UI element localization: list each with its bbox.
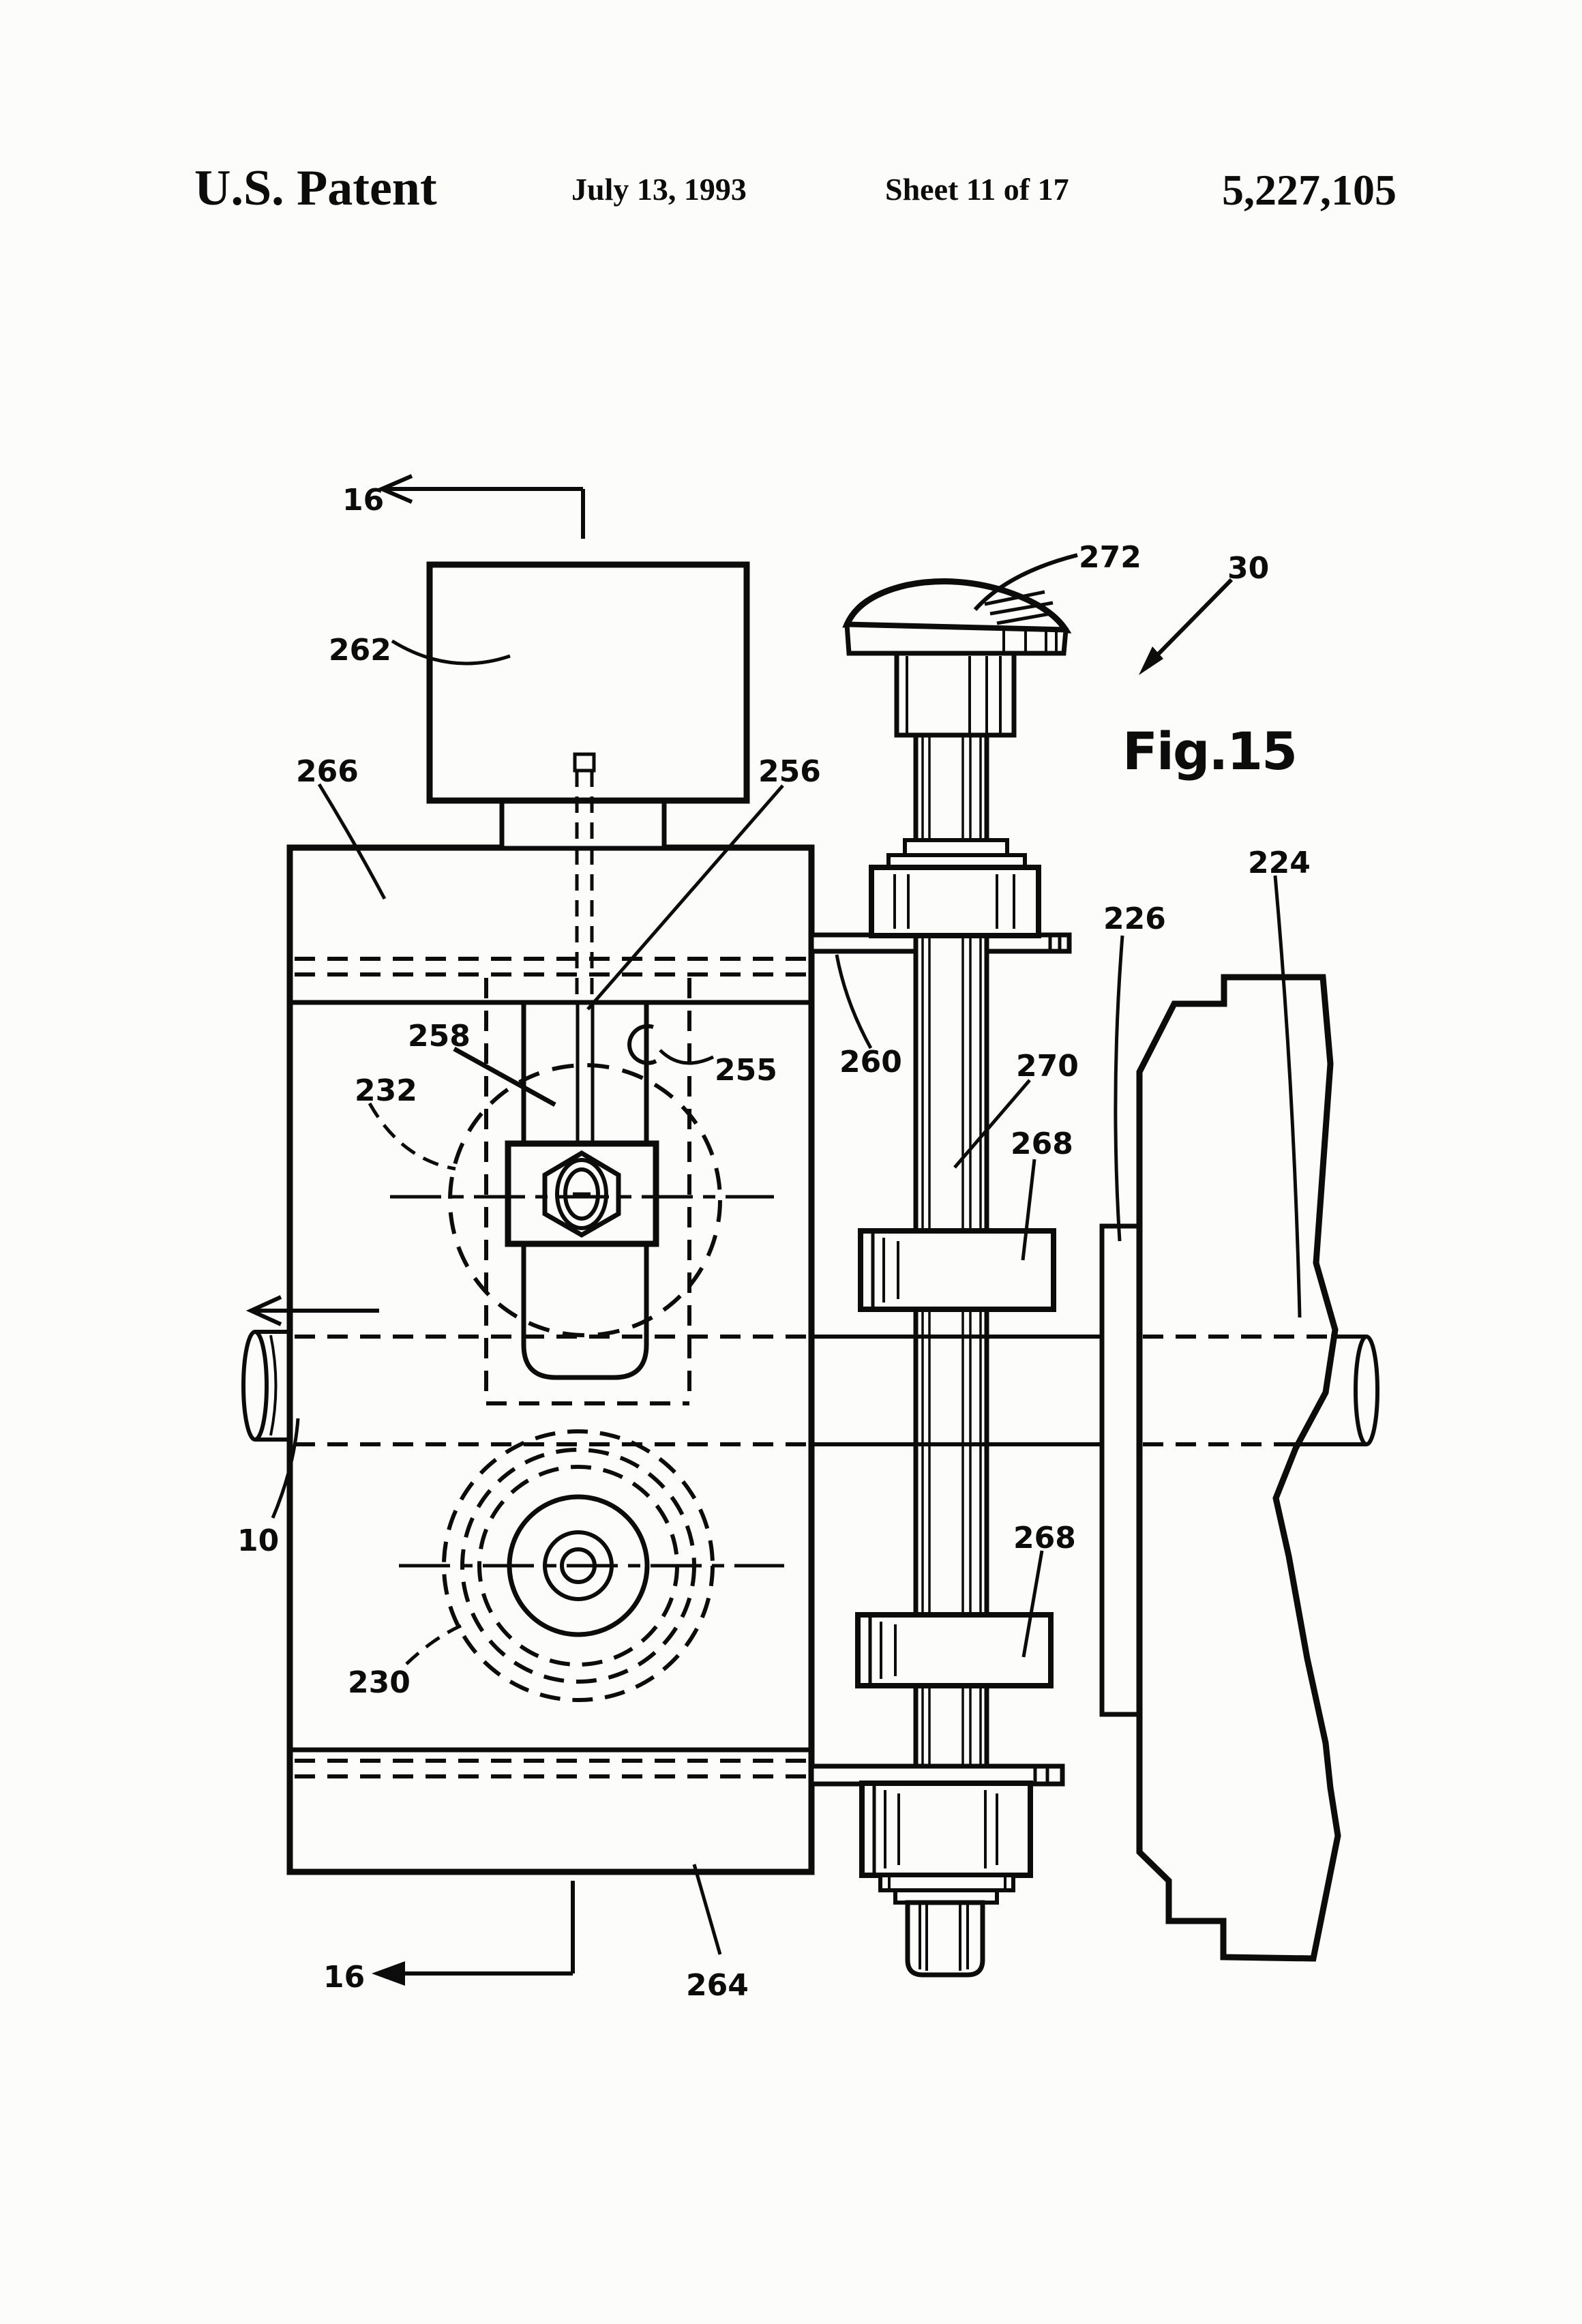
patent-number: 5,227,105 xyxy=(1222,166,1397,214)
bolt-head-272 xyxy=(842,578,1072,634)
label-268-upper: 268 xyxy=(1011,1127,1073,1161)
label-230: 230 xyxy=(348,1665,411,1700)
arrow-head-icon xyxy=(245,1295,282,1326)
work-rod xyxy=(241,1330,811,1446)
label-272: 272 xyxy=(1079,540,1141,575)
hidden-pocket xyxy=(448,978,722,1405)
leader-264 xyxy=(692,1864,722,1955)
notch-255 xyxy=(627,1024,657,1065)
plate-224 xyxy=(1136,974,1341,1962)
label-16-bottom: 16 xyxy=(323,1960,365,1995)
leader-270 xyxy=(953,1079,1031,1169)
lower-bushing xyxy=(859,1781,1033,1878)
collar-268-lower xyxy=(855,1612,1054,1688)
spacer-strip-226 xyxy=(1099,1223,1143,1717)
actuator-box xyxy=(426,561,750,851)
arrow-head-icon xyxy=(376,474,413,504)
leader-lines xyxy=(271,553,1302,1955)
label-256: 256 xyxy=(758,754,821,789)
leader-260 xyxy=(835,954,873,1049)
upper-bushing xyxy=(869,865,1041,938)
leader-266 xyxy=(317,783,387,900)
leader-268-lower xyxy=(1021,1550,1044,1658)
label-262: 262 xyxy=(329,633,391,668)
motion-arrow xyxy=(245,1295,379,1326)
rod-right-side xyxy=(811,1335,1379,1446)
arrow-head-icon xyxy=(372,1961,405,1986)
rod-end-left xyxy=(241,1330,269,1442)
slide-plate-body xyxy=(286,844,815,1875)
label-260: 260 xyxy=(839,1045,902,1079)
leader-268-upper xyxy=(1021,1159,1036,1261)
leader-258 xyxy=(453,1046,556,1107)
patent-title: U.S. Patent xyxy=(194,160,437,216)
leader-230 xyxy=(405,1624,462,1665)
head-rim xyxy=(844,622,1069,656)
bolt-neck xyxy=(894,651,1017,738)
collar-268-upper xyxy=(858,1228,1056,1312)
sheet-number: Sheet 11 of 17 xyxy=(885,172,1069,207)
arrow-head-icon xyxy=(1139,646,1163,675)
label-224: 224 xyxy=(1248,846,1311,880)
leader-232 xyxy=(368,1102,456,1171)
rod-end-right xyxy=(1354,1335,1379,1446)
leader-272 xyxy=(973,553,1078,611)
clamp-bolt xyxy=(842,578,1072,1978)
nut-block xyxy=(505,1140,659,1247)
label-10: 10 xyxy=(237,1523,279,1558)
section-line-16-top xyxy=(376,474,585,539)
label-255: 255 xyxy=(715,1053,777,1088)
label-266: 266 xyxy=(296,754,359,789)
slot-outline xyxy=(521,1002,649,1380)
label-270: 270 xyxy=(1016,1049,1079,1084)
dashed-circle-232 xyxy=(448,1063,722,1337)
stud-tip xyxy=(573,752,596,773)
leader-256 xyxy=(586,784,784,1011)
slide-plate xyxy=(286,844,815,1875)
slot-and-stud xyxy=(521,752,657,1380)
label-226: 226 xyxy=(1103,902,1166,936)
label-268-lower: 268 xyxy=(1013,1521,1076,1555)
label-232: 232 xyxy=(355,1073,417,1108)
leader-255 xyxy=(659,1049,715,1065)
bore-circles-230 xyxy=(442,1429,715,1702)
leader-262 xyxy=(391,639,511,666)
figure-caption: Fig.15 xyxy=(1122,721,1296,781)
label-16-top: 16 xyxy=(342,483,384,518)
label-264: 264 xyxy=(686,1968,749,2003)
leader-30 xyxy=(1146,578,1234,666)
sheet-header: U.S. Patent July 13, 1993 Sheet 11 of 17… xyxy=(194,160,1397,216)
pedestal xyxy=(499,798,667,851)
leader-224 xyxy=(1273,875,1302,1318)
patent-date: July 13, 1993 xyxy=(571,172,747,207)
leader-10 xyxy=(271,1418,300,1519)
section-line-16-bottom xyxy=(372,1881,575,1986)
label-30: 30 xyxy=(1227,551,1269,586)
leader-226 xyxy=(1114,935,1124,1242)
label-258: 258 xyxy=(408,1019,471,1054)
reference-labels: 16 262 266 256 272 30 224 226 260 270 26… xyxy=(237,483,1311,2003)
